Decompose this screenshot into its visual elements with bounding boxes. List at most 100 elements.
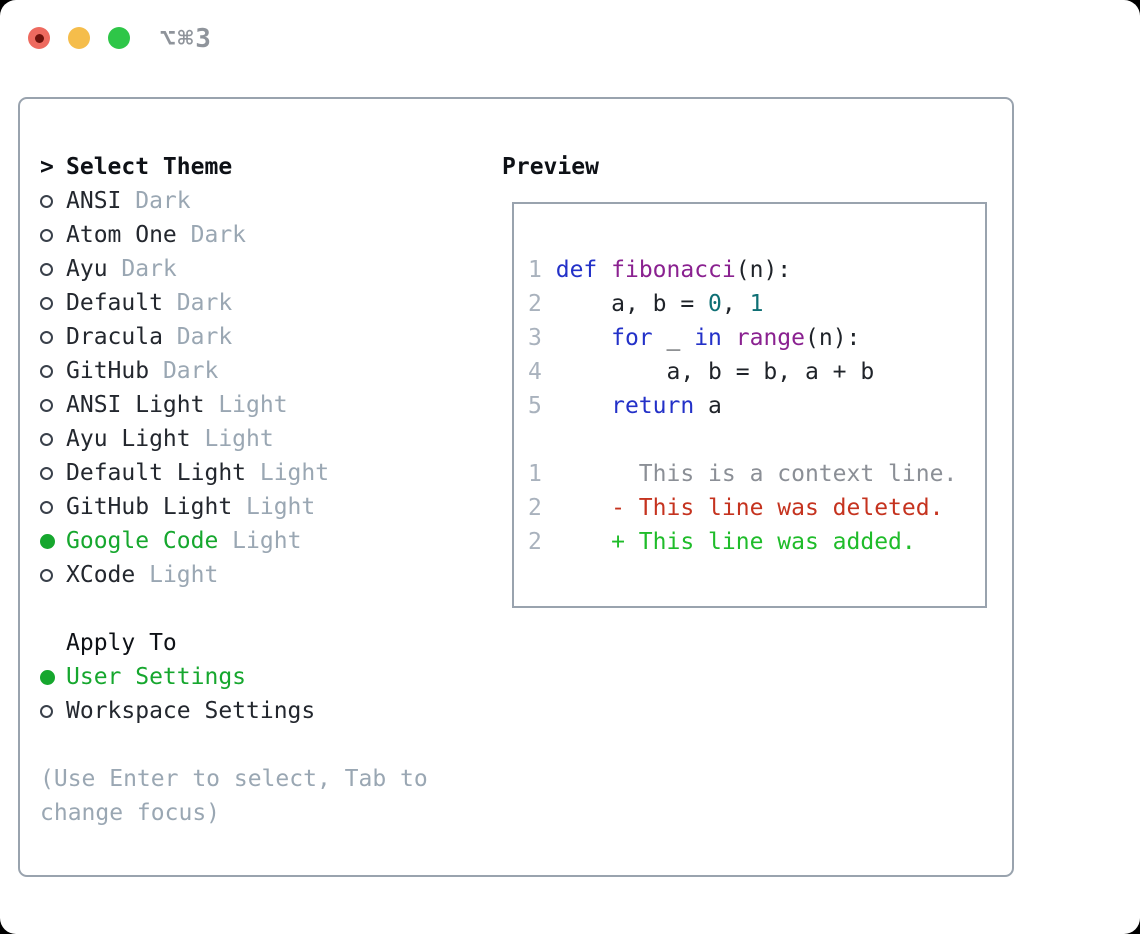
radio-marker (40, 568, 66, 582)
code-token (542, 257, 556, 283)
selection-prompt: > (40, 154, 54, 180)
theme-option-dracula[interactable]: Dracula Dark (40, 320, 490, 354)
line-number: 4 (528, 359, 542, 385)
theme-variant: Dark (162, 290, 233, 316)
radio-marker (40, 398, 66, 412)
code-token (542, 393, 611, 419)
radio-unselected-icon (40, 500, 53, 514)
radio-selected-icon (40, 669, 55, 685)
apply-option-user-settings[interactable]: User Settings (40, 660, 490, 694)
window-title: ⌥⌘3 (160, 24, 213, 54)
line-number: 2 (528, 529, 542, 555)
theme-name: Ayu (66, 256, 108, 282)
line-number: 5 (528, 393, 542, 419)
theme-option-ansi-light[interactable]: ANSI Light Light (40, 388, 490, 422)
radio-marker (40, 500, 66, 514)
theme-variant: Dark (149, 358, 219, 384)
picker-header: > Select Theme (40, 150, 490, 184)
radio-marker (40, 704, 66, 718)
radio-marker (40, 262, 66, 276)
code-line (528, 423, 985, 457)
theme-name: Ayu Light (66, 426, 191, 452)
theme-option-google-code[interactable]: Google Code Light (40, 524, 490, 558)
code-line: 3 for _ in range(n): (528, 321, 985, 355)
code-line: 2 + This line was added. (528, 525, 985, 559)
minimize-button[interactable] (68, 27, 90, 49)
theme-option-ansi[interactable]: ANSI Dark (40, 184, 490, 218)
theme-name: ANSI (66, 188, 122, 214)
theme-option-github-light[interactable]: GitHub Light Light (40, 490, 490, 524)
apply-to-label: Apply To (66, 630, 177, 656)
line-number: 3 (528, 325, 542, 351)
radio-unselected-icon (40, 194, 53, 208)
theme-option-github[interactable]: GitHub Dark (40, 354, 490, 388)
radio-marker (40, 194, 66, 208)
radio-unselected-icon (40, 330, 53, 344)
code-token: return (611, 393, 695, 419)
theme-option-ayu[interactable]: Ayu Dark (40, 252, 490, 286)
radio-marker (40, 296, 66, 310)
code-token: 0 (708, 291, 722, 317)
close-button[interactable] (28, 27, 50, 49)
theme-name: Default (66, 290, 163, 316)
line-number: 1 (528, 257, 542, 283)
code-token: + This line was added. (541, 529, 916, 555)
theme-name: Dracula (66, 324, 163, 350)
code-token: a, b = b, a + b (541, 359, 875, 385)
radio-unselected-icon (40, 364, 53, 378)
code-token: in (694, 325, 722, 351)
code-preview: 1 def fibonacci(n): 2 a, b = 0, 1 3 for _ … (514, 204, 985, 559)
theme-variant: Dark (121, 188, 191, 214)
apply-option-label: User Settings (66, 664, 247, 690)
theme-variant: Light (204, 392, 288, 418)
titlebar: ⌥⌘3 (0, 0, 1140, 76)
code-line: 4 a, b = b, a + b (528, 355, 985, 389)
close-dot-icon (34, 33, 44, 43)
radio-unselected-icon (40, 228, 53, 242)
radio-marker (40, 330, 66, 344)
theme-name: GitHub (66, 358, 150, 384)
radio-unselected-icon (40, 296, 53, 310)
preview-title: Preview (502, 154, 599, 180)
apply-to-header: Apply To (40, 626, 490, 660)
code-token (722, 325, 736, 351)
theme-name: ANSI Light (66, 392, 205, 418)
maximize-button[interactable] (108, 27, 130, 49)
theme-variant: Dark (107, 256, 177, 282)
theme-variant: Light (135, 562, 219, 588)
theme-variant: Dark (162, 324, 233, 350)
theme-variant: Dark (176, 222, 247, 248)
theme-variant: Light (232, 494, 316, 520)
code-token (542, 325, 611, 351)
code-token: - This line was deleted. (541, 495, 944, 521)
code-token: a, b = (541, 291, 709, 317)
theme-option-default-light[interactable]: Default Light Light (40, 456, 490, 490)
apply-option-workspace-settings[interactable]: Workspace Settings (40, 694, 490, 728)
radio-unselected-icon (40, 466, 53, 480)
apply-option-label: Workspace Settings (66, 698, 316, 724)
traffic-lights (28, 27, 130, 49)
code-line: 5 return a (528, 389, 985, 423)
spacer-row (40, 592, 490, 626)
code-line: 1 This is a context line. (528, 457, 985, 491)
theme-option-default[interactable]: Default Dark (40, 286, 490, 320)
help-line: (Use Enter to select, Tab to (40, 766, 428, 792)
radio-unselected-icon (40, 432, 53, 446)
theme-option-xcode[interactable]: XCode Light (40, 558, 490, 592)
code-token: This is a context line. (541, 461, 958, 487)
theme-option-ayu-light[interactable]: Ayu Light Light (40, 422, 490, 456)
code-line: 2 - This line was deleted. (528, 491, 985, 525)
line-number: 1 (528, 461, 542, 487)
theme-name: XCode (66, 562, 136, 588)
code-token: _ (652, 325, 695, 351)
theme-option-atom-one[interactable]: Atom One Dark (40, 218, 490, 252)
code-token: range (735, 325, 806, 351)
code-line: 1 def fibonacci(n): (528, 253, 985, 287)
code-token: , (721, 291, 750, 317)
preview-box: 1 def fibonacci(n): 2 a, b = 0, 1 3 for _ … (512, 202, 987, 608)
code-token: 1 (749, 291, 764, 317)
